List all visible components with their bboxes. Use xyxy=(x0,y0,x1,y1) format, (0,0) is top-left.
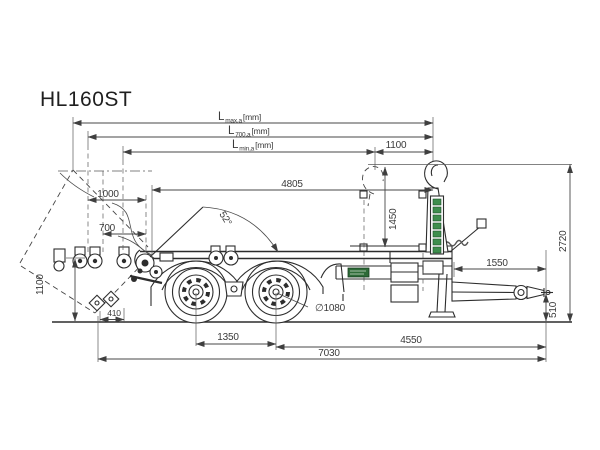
hook-arm-decal-squares xyxy=(432,198,442,254)
dim-l-700-label: L700,a[mm] xyxy=(228,125,270,139)
drawbar xyxy=(451,281,553,302)
svg-text:∅1080: ∅1080 xyxy=(315,303,346,314)
dim-overall-height: 2720 xyxy=(558,164,573,323)
svg-text:2720: 2720 xyxy=(558,230,569,252)
dim-roller-offset: 410 xyxy=(99,308,125,323)
dim-front-offset-max: 1000 xyxy=(87,189,147,203)
dim-drawbar-length: 1550 xyxy=(453,258,547,272)
tipping-angle-wedge xyxy=(149,206,279,258)
svg-text:1550: 1550 xyxy=(486,258,508,269)
svg-text:1350: 1350 xyxy=(217,332,239,343)
dim-front-offset-700: 700 xyxy=(99,223,147,237)
hook-icon xyxy=(424,160,448,190)
dim-axle-spacing: 1350 xyxy=(195,332,277,347)
svg-text:1100: 1100 xyxy=(35,274,46,295)
dim-l-min-label: Lmin,a[mm] xyxy=(232,139,273,153)
svg-text:510: 510 xyxy=(548,301,559,318)
rear-equipment-boxes xyxy=(390,260,444,303)
front-lock-mechanism xyxy=(129,249,174,285)
svg-text:410: 410 xyxy=(107,308,121,318)
svg-text:1000: 1000 xyxy=(97,189,119,200)
rear-light-mast xyxy=(443,218,487,253)
hook-arm xyxy=(149,160,449,291)
dim-platform-length: 4805 xyxy=(151,179,434,193)
dim-l-max: Lmax,a[mm] xyxy=(72,111,434,126)
dim-hook-travel: 1100 xyxy=(374,140,434,155)
support-leg xyxy=(428,273,456,318)
dim-wheel-diameter: ∅1080 xyxy=(276,292,346,314)
page-title: HL160ST xyxy=(40,88,132,111)
fenders xyxy=(150,260,345,306)
brand-marking xyxy=(443,239,469,247)
rear-guide-rollers xyxy=(53,245,239,272)
dim-eye-height: 510 xyxy=(543,293,559,322)
suspension-equalizer xyxy=(224,281,244,297)
frame-id-plate xyxy=(347,267,370,278)
dim-l-700: L700,a[mm] xyxy=(87,125,434,140)
tipped-roller-icon xyxy=(88,290,120,312)
svg-text:4805: 4805 xyxy=(281,179,303,190)
wheel-front xyxy=(244,260,308,324)
dim-hook-height: 1450 xyxy=(382,166,399,248)
trailer-body xyxy=(52,218,572,324)
dimension-system: Lmax,a[mm] L700,a[mm] Lmin,a[mm] 1100 48… xyxy=(35,111,573,362)
svg-text:700: 700 xyxy=(99,223,116,234)
dim-l-min: Lmin,a[mm] xyxy=(122,139,376,155)
svg-text:7030: 7030 xyxy=(318,348,340,359)
dim-l-max-label: Lmax,a[mm] xyxy=(218,111,261,125)
dim-rear-height: 1100 xyxy=(35,258,78,322)
svg-text:1450: 1450 xyxy=(388,208,399,230)
svg-text:4550: 4550 xyxy=(400,335,422,346)
dim-axle-to-eye: 4550 xyxy=(275,335,547,350)
svg-text:1100: 1100 xyxy=(386,140,407,151)
dim-overall-length: 7030 xyxy=(97,348,547,362)
